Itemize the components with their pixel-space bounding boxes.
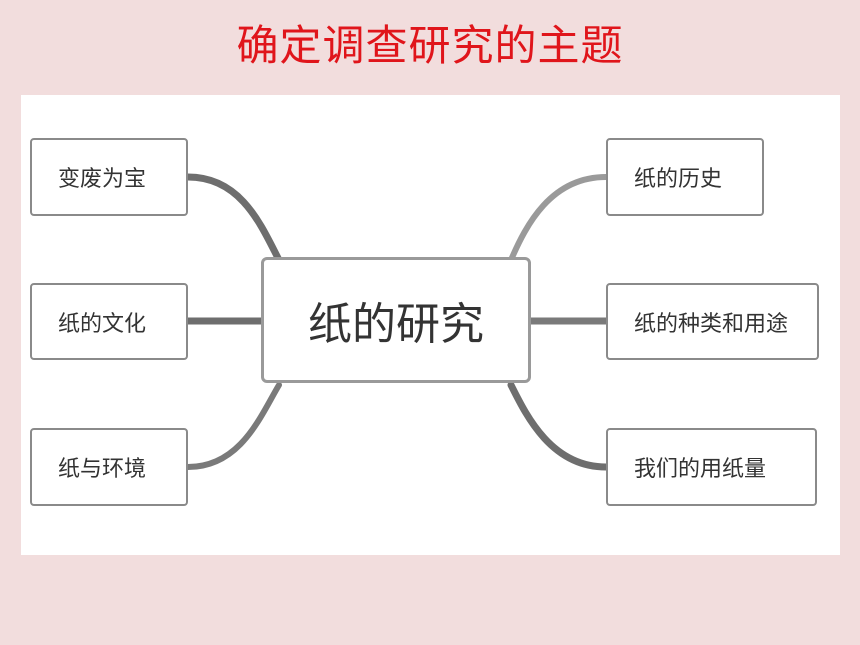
- connector-right-bottom: [507, 381, 610, 471]
- node-right-2: 纸的种类和用途: [606, 283, 819, 360]
- connector-layer: [184, 173, 610, 471]
- central-topic: 纸的研究: [261, 257, 531, 383]
- node-right-3: 我们的用纸量: [606, 428, 817, 506]
- connector-right-top: [508, 174, 609, 263]
- connector-left-bottom: [185, 382, 282, 470]
- node-left-1: 变废为宝: [30, 138, 188, 216]
- connector-left-top: [184, 173, 283, 264]
- node-left-3: 纸与环境: [30, 428, 188, 506]
- mind-map-panel: 纸的研究 变废为宝 纸的文化 纸与环境 纸的历史 纸的种类和用途 我们的用纸量: [21, 95, 840, 555]
- node-right-1: 纸的历史: [606, 138, 764, 216]
- slide-title: 确定调查研究的主题: [236, 21, 624, 70]
- node-left-2: 纸的文化: [30, 283, 188, 360]
